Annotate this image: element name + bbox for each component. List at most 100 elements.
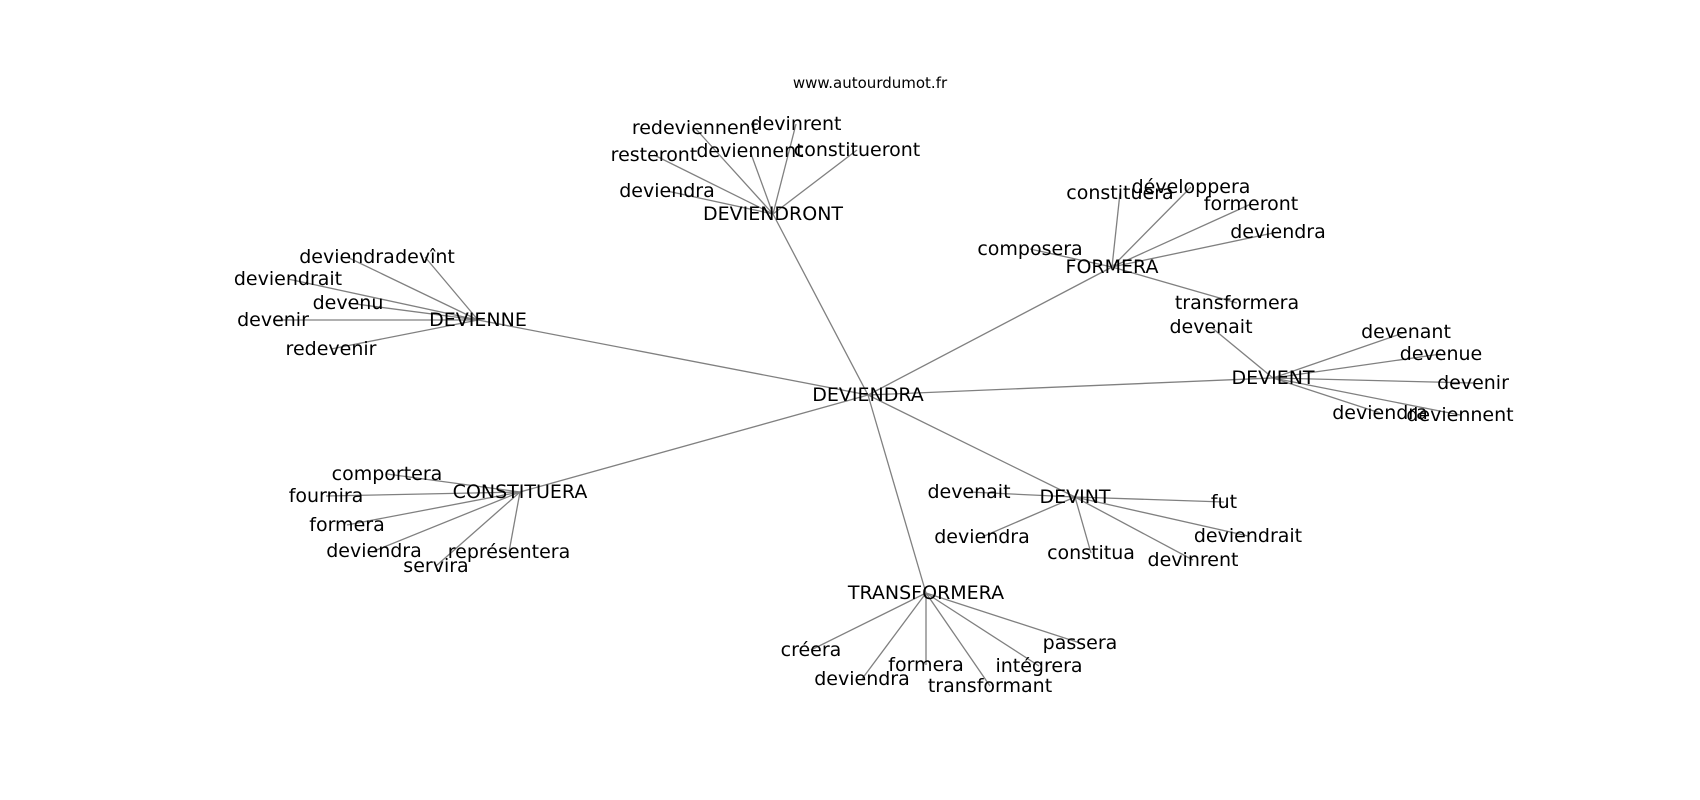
graph-edge [1210, 326, 1274, 379]
graph-edge [477, 319, 869, 396]
leaf-node: deviennent [696, 140, 803, 162]
graph-edge [925, 592, 991, 687]
graph-edge [1272, 331, 1407, 379]
leaf-node: deviendra [814, 668, 910, 690]
graph-edge [925, 592, 1081, 644]
graph-edge [1074, 496, 1194, 561]
leaf-node: devinrent [1148, 549, 1239, 571]
leaf-node: deviendra [1230, 221, 1326, 243]
graph-edge [653, 154, 774, 215]
graph-edge [1111, 186, 1192, 268]
leaf-node: redeviennent [632, 117, 758, 139]
leaf-node: formera [888, 654, 963, 676]
leaf-node: resteront [611, 144, 698, 166]
graph-edge [1272, 377, 1461, 416]
leaf-node: intégrera [995, 655, 1082, 677]
graph-edge [981, 496, 1076, 538]
graph-edge [867, 394, 927, 594]
graph-edge [346, 256, 479, 321]
center-node: DEVIENDRA [812, 384, 924, 406]
graph-edge [749, 150, 774, 215]
leaf-node: constituera [1066, 182, 1173, 204]
graph-edge [435, 491, 521, 567]
graph-edge [867, 266, 1113, 396]
graph-edge [508, 491, 521, 553]
graph-edge [347, 302, 479, 321]
graph-edge [373, 491, 521, 552]
leaf-node: passera [1043, 632, 1118, 654]
hub-node: DEVIENT [1231, 367, 1314, 389]
graph-edge [810, 592, 927, 651]
graph-edge [424, 256, 479, 321]
graph-edge [867, 394, 1076, 498]
graph-edge [1029, 248, 1113, 268]
leaf-node: constitua [1047, 542, 1135, 564]
graph-edge [925, 592, 1040, 667]
leaf-node: deviendrait [1194, 525, 1302, 547]
leaf-node: représentera [448, 541, 570, 563]
graph-edge [772, 123, 797, 215]
leaf-node: devînt [395, 246, 455, 268]
leaf-node: composera [977, 238, 1082, 260]
leaf-node: devenait [1169, 316, 1252, 338]
leaf-node: devenant [1361, 321, 1451, 343]
hub-node: DEVIENDRONT [703, 203, 843, 225]
graph-edge [666, 190, 774, 215]
graph-edge [1074, 496, 1092, 554]
graph-edge [519, 394, 869, 493]
leaf-node: deviendra [934, 526, 1030, 548]
leaf-node: transformant [928, 675, 1052, 697]
leaf-node: devenu [313, 292, 384, 314]
graph-edge [1272, 377, 1474, 384]
graph-edge [1111, 203, 1252, 268]
leaf-node: constitueront [794, 139, 920, 161]
hub-node: DEVIENNE [429, 309, 527, 331]
graph-labels: DEVIENDRADEVIENDRONTredeviennentdevinren… [234, 113, 1514, 697]
graph-edge [346, 491, 521, 526]
graph-edge [325, 491, 521, 497]
graph-edge [1111, 266, 1238, 304]
site-url: www.autourdumot.fr [793, 74, 948, 92]
graph-edge [1074, 496, 1249, 537]
graph-edge [1272, 377, 1381, 414]
leaf-node: deviendra [619, 180, 715, 202]
hub-node: TRANSFORMERA [847, 582, 1004, 604]
graph-edge [867, 377, 1274, 396]
leaf-node: fut [1211, 491, 1237, 513]
graph-edge [861, 592, 927, 680]
graph-edge [694, 127, 774, 215]
leaf-node: développera [1132, 176, 1251, 198]
graph-edge [968, 491, 1076, 498]
graph-edge [330, 319, 479, 350]
leaf-node: devenait [927, 481, 1010, 503]
leaf-node: devenue [1400, 343, 1482, 365]
leaf-node: deviennent [1406, 404, 1513, 426]
leaf-node: comportera [332, 463, 443, 485]
graph-edge [1111, 231, 1279, 268]
graph-edge [1111, 192, 1121, 268]
leaf-node: transformera [1175, 292, 1299, 314]
leaf-node: fournira [289, 485, 364, 507]
leaf-node: créera [781, 639, 842, 661]
graph-edge [1272, 353, 1442, 379]
leaf-node: formeront [1204, 193, 1299, 215]
hub-node: DEVINT [1039, 486, 1110, 508]
graph-edge [287, 278, 479, 321]
leaf-node: deviendrait [234, 268, 342, 290]
leaf-node: devenir [237, 309, 309, 331]
graph-edges [273, 123, 1474, 687]
leaf-node: devenir [1437, 372, 1509, 394]
hub-node: FORMERA [1066, 256, 1159, 278]
graph-edge [772, 149, 858, 215]
leaf-node: deviendra [299, 246, 395, 268]
leaf-node: redevenir [286, 338, 377, 360]
leaf-node: formera [309, 514, 384, 536]
leaf-node: servira [403, 555, 468, 577]
leaf-node: deviendra [326, 540, 422, 562]
leaf-node: devinrent [751, 113, 842, 135]
graph-edge [1074, 496, 1225, 503]
hub-node: CONSTITUERA [453, 481, 588, 503]
graph-edge [772, 213, 869, 396]
graph-edge [386, 473, 521, 493]
leaf-node: deviendra [1332, 402, 1428, 424]
